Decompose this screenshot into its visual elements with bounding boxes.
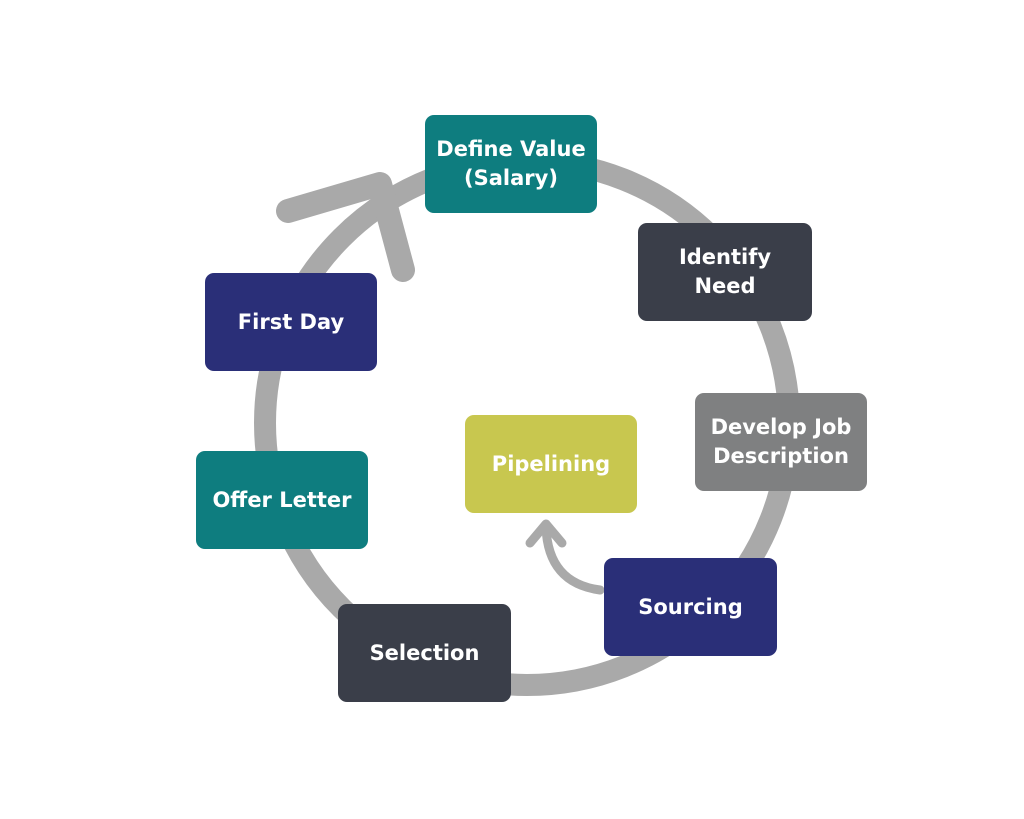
node-define-value: Define Value (Salary) [425, 115, 597, 213]
node-selection: Selection [338, 604, 511, 702]
node-offer-letter: Offer Letter [196, 451, 368, 549]
sourcing-to-pipelining-arrow [541, 522, 605, 595]
node-develop-job-description-label: Develop Job Description [710, 415, 852, 468]
node-selection-label: Selection [369, 640, 480, 665]
node-define-value-label: Define Value (Salary) [436, 137, 586, 190]
cycle-arrowhead [276, 172, 415, 282]
node-sourcing: Sourcing [604, 558, 777, 656]
node-first-day-label: First Day [237, 309, 345, 334]
node-develop-job-description: Develop Job Description [695, 393, 867, 491]
node-identify-need-label: Identify Need [678, 245, 772, 298]
node-offer-letter-label: Offer Letter [212, 487, 352, 512]
node-pipelining: Pipelining [465, 415, 637, 513]
node-pipelining-label: Pipelining [491, 451, 611, 476]
node-first-day: First Day [205, 273, 377, 371]
pipelining-arrowhead [525, 519, 567, 548]
node-identify-need: Identify Need [638, 223, 812, 321]
node-sourcing-label: Sourcing [638, 594, 743, 619]
